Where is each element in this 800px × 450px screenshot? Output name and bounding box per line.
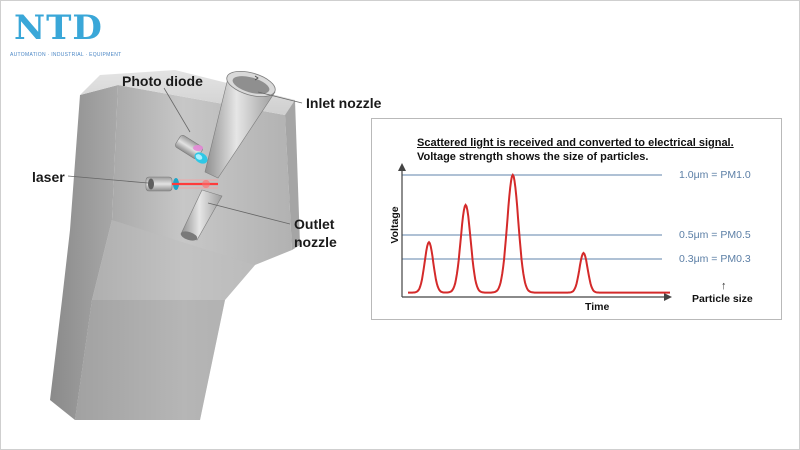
signal-graph-panel: Scattered light is received and converte… [371,118,782,320]
level-label-pm1: 1.0μm = PM1.0 [679,169,751,181]
level-label-pm03: 0.3μm = PM0.3 [679,253,751,265]
body-right-face [285,100,300,250]
label-outlet-nozzle-line1: Outlet [294,216,335,232]
up-arrow-icon: ↑ [721,280,727,292]
outlet-nozzle-shape [180,189,223,241]
graph-x-label: Time [585,301,610,313]
graph-subtitle: Voltage strength shows the size of parti… [417,151,649,163]
logo-text: NTD [14,8,103,48]
laser-shape [145,176,218,192]
level-label-pm05: 0.5μm = PM0.5 [679,229,751,241]
graph-y-label: Voltage [389,206,401,244]
photo-diode-shape [175,135,208,164]
graph-title: Scattered light is received and converte… [417,137,734,149]
label-outlet-nozzle-line2: nozzle [294,234,337,250]
label-photo-diode: Photo diode [122,73,203,89]
label-laser: laser [32,169,65,185]
ntd-logo: NTD AUTOMATION · INDUSTRIAL · EQUIPMENT [8,8,128,68]
label-inlet-nozzle: Inlet nozzle [306,95,382,111]
body-left-side [50,85,118,420]
signal-graph [398,163,672,301]
logo-tagline: AUTOMATION · INDUSTRIAL · EQUIPMENT [10,52,122,58]
voltage-pulse-trace [408,173,670,294]
particle-size-label: Particle size [692,293,753,305]
y-axis-arrow [398,163,406,171]
x-axis-arrow [664,293,672,301]
